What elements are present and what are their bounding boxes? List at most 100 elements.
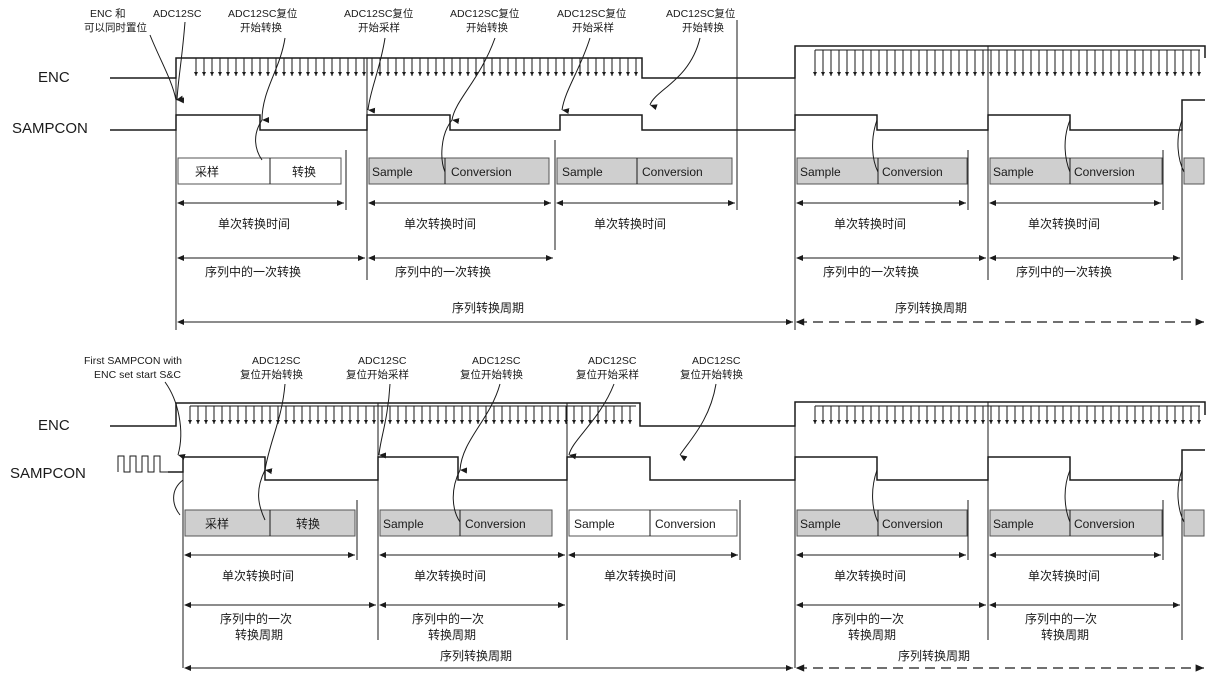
clock-tick-arrow <box>885 420 889 424</box>
clock-tick-arrow <box>1173 420 1177 424</box>
clock-tick-arrow <box>364 420 368 424</box>
clock-tick-arrow <box>434 72 438 76</box>
clock-tick-arrow <box>813 420 817 424</box>
one-conversion-period-label: 序列中的一次 <box>832 611 904 626</box>
clock-tick-arrow <box>1077 420 1081 424</box>
clock-tick-arrow <box>1061 72 1065 76</box>
clock-tick-arrow <box>949 72 953 76</box>
adc-clock-ticks <box>813 49 1201 76</box>
clock-tick-arrow <box>901 420 905 424</box>
clock-tick-arrow <box>1109 420 1113 424</box>
clock-tick-arrow <box>965 72 969 76</box>
clock-tick-arrow <box>450 72 454 76</box>
clock-tick-arrow <box>226 72 230 76</box>
clock-tick-arrow <box>492 420 496 424</box>
sampcon-waveform <box>168 449 1205 481</box>
clock-tick-arrow <box>1069 72 1073 76</box>
clock-tick-arrow <box>402 72 406 76</box>
clock-tick-arrow <box>354 72 358 76</box>
segment-conversion-label: Conversion <box>882 165 943 179</box>
clock-tick-arrow <box>1157 420 1161 424</box>
clock-tick-arrow <box>853 420 857 424</box>
single-conversion-time-label: 单次转换时间 <box>1028 568 1100 583</box>
clock-tick-arrow <box>997 72 1001 76</box>
clock-tick-arrow <box>1117 420 1121 424</box>
clock-tick-arrow <box>1157 72 1161 76</box>
single-conversion-time-label: 单次转换时间 <box>218 216 290 231</box>
clock-tick-arrow <box>220 420 224 424</box>
clock-tick-arrow <box>861 420 865 424</box>
clock-tick-arrow <box>290 72 294 76</box>
clock-tick-arrow <box>981 72 985 76</box>
clock-tick-arrow <box>909 420 913 424</box>
clock-tick-arrow <box>813 72 817 76</box>
clock-tick-arrow <box>1021 72 1025 76</box>
clock-tick-arrow <box>933 420 937 424</box>
annotation-line: 开始转换 <box>240 21 282 34</box>
clock-tick-arrow <box>452 420 456 424</box>
clock-tick-arrow <box>570 72 574 76</box>
clock-tick-arrow <box>196 420 200 424</box>
annotation-line: 复位开始转换 <box>460 368 523 381</box>
clock-tick-arrow <box>1085 72 1089 76</box>
annotation-line: ADC12SC <box>692 355 741 367</box>
clock-tick-arrow <box>338 72 342 76</box>
clock-tick-arrow <box>1141 420 1145 424</box>
clock-tick-arrow <box>1165 420 1169 424</box>
one-conversion-in-sequence-label: 序列中的一次转换 <box>205 264 301 279</box>
segment-sample-label: Sample <box>562 165 603 179</box>
vertical-markers <box>182 402 1183 668</box>
clock-tick-arrow <box>1141 72 1145 76</box>
clock-tick-arrow <box>829 420 833 424</box>
clock-tick-arrow <box>1053 72 1057 76</box>
clock-tick-arrow <box>428 420 432 424</box>
clock-tick-arrow <box>380 420 384 424</box>
clock-tick-arrow <box>460 420 464 424</box>
clock-tick-arrow <box>1173 72 1177 76</box>
annotation-pointers <box>164 381 1185 523</box>
clock-tick-arrow <box>252 420 256 424</box>
clock-tick-arrow <box>562 72 566 76</box>
clock-tick-arrow <box>372 420 376 424</box>
annotation-line: ENC 和 <box>90 8 126 20</box>
clock-tick-arrow <box>634 72 638 76</box>
clock-tick-arrow <box>877 420 881 424</box>
clock-tick-arrow <box>580 420 584 424</box>
clock-tick-arrow <box>1013 72 1017 76</box>
clock-tick-arrow <box>490 72 494 76</box>
clock-tick-arrow <box>370 72 374 76</box>
clock-tick-arrow <box>532 420 536 424</box>
annotation-line: ADC12SC复位 <box>228 7 298 20</box>
clock-tick-arrow <box>308 420 312 424</box>
clock-tick-arrow <box>420 420 424 424</box>
annotation-line: 复位开始转换 <box>680 368 743 381</box>
clock-tick-arrow <box>266 72 270 76</box>
one-conversion-period-label: 序列中的一次 <box>220 611 292 626</box>
clock-tick-arrow <box>282 72 286 76</box>
clock-tick-arrow <box>322 72 326 76</box>
clock-tick-arrow <box>925 72 929 76</box>
clock-tick-arrow <box>1005 72 1009 76</box>
clock-tick-arrow <box>442 72 446 76</box>
clock-tick-arrow <box>1133 72 1137 76</box>
clock-tick-arrow <box>1013 420 1017 424</box>
clock-tick-arrow <box>893 420 897 424</box>
clock-tick-arrow <box>1197 420 1201 424</box>
clock-tick-arrow <box>620 420 624 424</box>
one-conversion-period-label: 转换周期 <box>1041 627 1089 642</box>
clock-tick-arrow <box>476 420 480 424</box>
sample-conversion-boxes <box>184 509 1205 537</box>
sequence-period-label: 序列转换周期 <box>452 300 524 315</box>
clock-tick-arrow <box>1005 420 1009 424</box>
clock-tick-arrow <box>1189 420 1193 424</box>
clock-tick-arrow <box>989 420 993 424</box>
clock-tick-arrow <box>1101 420 1105 424</box>
single-conversion-time-label: 单次转换时间 <box>404 216 476 231</box>
annotation-line: 开始转换 <box>466 21 508 34</box>
clock-tick-arrow <box>885 72 889 76</box>
segment-sample-label: Sample <box>993 165 1034 179</box>
one-conversion-period-label: 序列中的一次 <box>412 611 484 626</box>
sequence-period-label: 序列转换周期 <box>440 648 512 663</box>
clock-tick-arrow <box>556 420 560 424</box>
